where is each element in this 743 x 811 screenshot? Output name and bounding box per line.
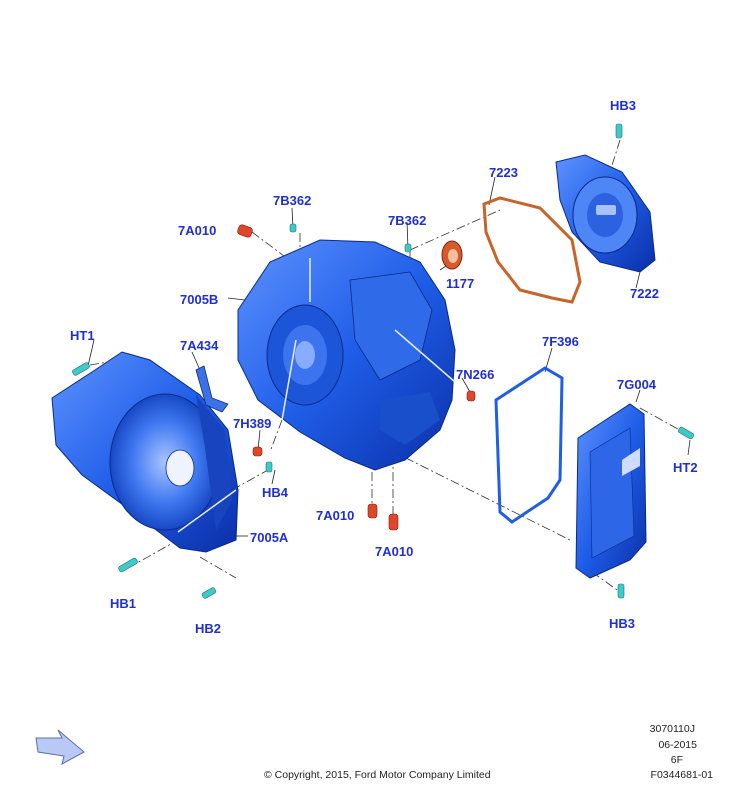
label-7b362-a: 7B362 <box>273 193 312 208</box>
label-7g004: 7G004 <box>617 377 657 392</box>
label-ht2: HT2 <box>673 460 698 475</box>
label-hb4: HB4 <box>262 485 289 500</box>
drawing-code: 3070110J <box>649 723 695 735</box>
label-7a010-top: 7A010 <box>178 223 217 238</box>
label-7f396: 7F396 <box>542 334 579 349</box>
bracket-7a434 <box>195 365 229 413</box>
seal-1177 <box>441 240 463 270</box>
drawing-revision: 6F <box>670 754 683 766</box>
copyright-notice: © Copyright, 2015, Ford Motor Company Li… <box>264 769 491 781</box>
drawing-date: 06-2015 <box>658 739 697 751</box>
label-7b362-b: 7B362 <box>388 213 427 228</box>
label-7222: 7222 <box>630 286 659 301</box>
drawing-reference: F0344681-01 <box>650 769 713 781</box>
pan-gasket-7f396 <box>494 366 564 524</box>
fasteners <box>72 123 694 599</box>
torque-converter-housing-7222 <box>555 154 656 273</box>
label-7005a: 7005A <box>250 530 289 545</box>
plugs <box>237 224 476 531</box>
transmission-case-7005b <box>237 239 456 471</box>
oil-pan-7g004 <box>575 403 647 579</box>
label-7n266: 7N266 <box>456 367 495 382</box>
label-7a010-low: 7A010 <box>375 544 414 559</box>
label-ht1: HT1 <box>70 328 95 343</box>
label-7a434: 7A434 <box>180 338 219 353</box>
label-7a010-mid: 7A010 <box>316 508 355 523</box>
label-7223: 7223 <box>489 165 518 180</box>
direction-arrow-icon <box>35 729 85 765</box>
label-7005b: 7005B <box>180 292 219 307</box>
label-hb2: HB2 <box>195 621 222 636</box>
label-hb3-top: HB3 <box>610 98 637 113</box>
label-1177: 1177 <box>446 276 475 291</box>
label-hb3-bottom: HB3 <box>609 616 636 631</box>
gasket-7223 <box>482 196 582 304</box>
label-hb1: HB1 <box>110 596 137 611</box>
label-7h389: 7H389 <box>233 416 272 431</box>
converter-housing-7005a <box>51 351 239 553</box>
